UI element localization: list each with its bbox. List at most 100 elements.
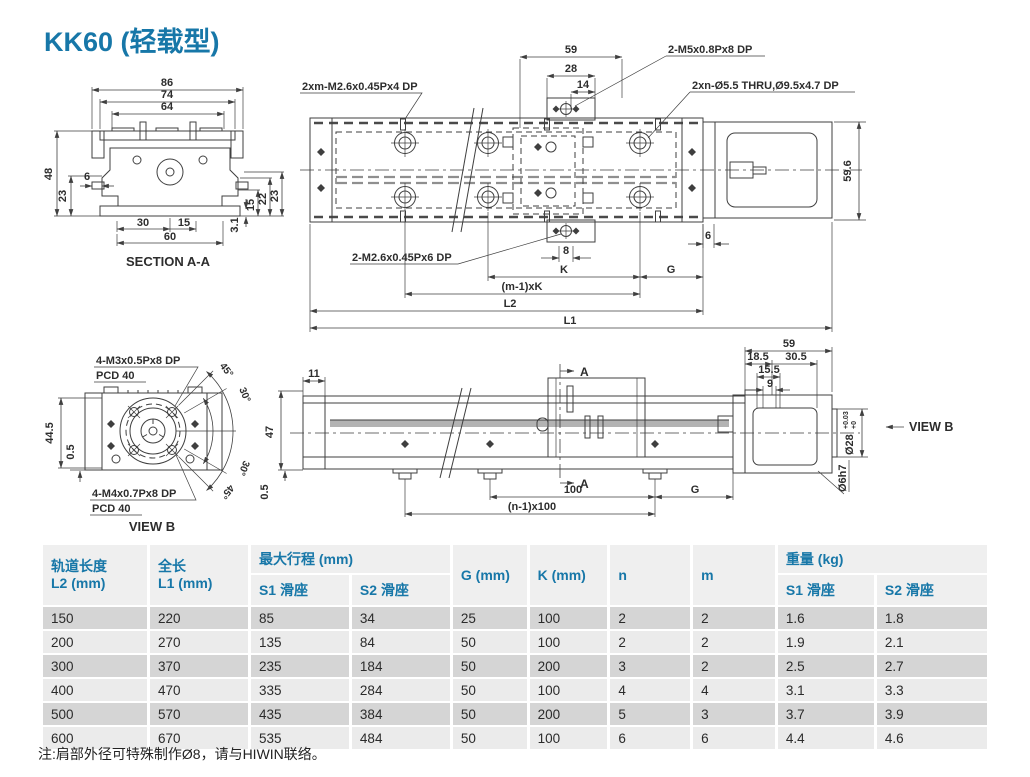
table-cell: 220 — [150, 607, 248, 629]
dim-60: 60 — [164, 231, 176, 243]
table-cell: 3.7 — [777, 703, 874, 725]
table-cell: 284 — [351, 679, 450, 701]
table-cell: 4.6 — [876, 727, 987, 749]
dim-shaft-tol-upper: +0.03 — [843, 411, 850, 429]
plan-end-tap-blocks — [546, 97, 596, 243]
table-cell: 4 — [693, 679, 775, 701]
side-carriage — [536, 364, 646, 482]
col-header-max-stroke-group: 最大行程 (mm) — [250, 545, 450, 573]
dim-28: 28 — [565, 63, 577, 75]
dim-59: 59 — [565, 44, 577, 56]
dim-23-left: 23 — [57, 190, 69, 202]
table-cell: 235 — [250, 655, 349, 677]
dim-0-5-viewb: 0.5 — [65, 444, 77, 459]
table-cell: 50 — [452, 727, 527, 749]
plan-motor-block — [702, 121, 833, 219]
dim-48: 48 — [43, 168, 55, 180]
dim-14: 14 — [577, 79, 590, 91]
table-cell: 50 — [452, 703, 527, 725]
leader-m4-label: 4-M4x0.7Px8 DP — [92, 488, 176, 500]
table-cell: 2.5 — [777, 655, 874, 677]
table-cell: 6 — [610, 727, 691, 749]
table-cell: 270 — [150, 631, 248, 653]
table-cell: 484 — [351, 727, 450, 749]
side-section-markers: A A — [560, 365, 589, 491]
table-cell: 670 — [150, 727, 248, 749]
section-part-outline — [91, 121, 249, 217]
table-cell: 2 — [610, 631, 691, 653]
table-cell: 6 — [693, 727, 775, 749]
table-cell: 135 — [250, 631, 349, 653]
col-header-stroke-s2: S2 滑座 — [351, 575, 450, 605]
dim-K: K — [560, 264, 568, 276]
view-b-dimensions: 44.5 0.5 — [44, 397, 102, 482]
angle-30-top: 30° — [236, 386, 252, 404]
dim-6-plan: 6 — [705, 230, 711, 242]
dim-30: 30 — [137, 217, 149, 229]
side-view-drawing: A A 11 47 0.5 59 18.5 30.5 15.5 9 Ø28 +0… — [259, 338, 953, 517]
col-header-n: n — [610, 545, 691, 605]
table-cell: 150 — [43, 607, 148, 629]
table-cell: 570 — [150, 703, 248, 725]
dim-74: 74 — [161, 89, 174, 101]
leader-end-taps-label: 2-M5x0.8Px8 DP — [668, 44, 752, 56]
dim-n1x100: (n-1)x100 — [508, 501, 556, 513]
view-b-body — [84, 386, 236, 471]
table-cell: 2 — [610, 607, 691, 629]
footnote: 注:肩部外径可特殊制作Ø8，请与HIWIN联络。 — [38, 746, 326, 762]
dim-15-5: 15.5 — [758, 364, 779, 376]
table-cell: 100 — [529, 727, 608, 749]
dim-22: 22 — [257, 193, 269, 205]
page-title: KK60 (轻载型) — [44, 27, 220, 57]
table-cell: 100 — [529, 631, 608, 653]
table-cell: 3 — [610, 655, 691, 677]
spec-table-grid: 轨道长度 L2 (mm) 全长 L1 (mm) 最大行程 (mm) G (mm)… — [40, 543, 990, 751]
section-dimensions: 86 74 64 48 23 6 15 22 23 3.1 30 15 60 — [43, 77, 285, 246]
table-cell: 50 — [452, 631, 527, 653]
table-cell: 100 — [529, 679, 608, 701]
rail-length-unit: L2 (mm) — [51, 575, 106, 591]
table-cell: 5 — [610, 703, 691, 725]
table-cell: 2 — [693, 655, 775, 677]
dim-G: G — [667, 264, 676, 276]
section-marker-a-bottom: A — [580, 477, 589, 491]
plan-leaders: 2xm-M2.6x0.45Px4 DP 2-M5x0.8Px8 DP 2xn-Ø… — [300, 44, 855, 265]
dim-59-side: 59 — [783, 338, 795, 350]
col-header-m: m — [693, 545, 775, 605]
dim-6: 6 — [84, 171, 90, 183]
table-cell: 2.1 — [876, 631, 987, 653]
dim-64: 64 — [161, 101, 174, 113]
spec-table: 轨道长度 L2 (mm) 全长 L1 (mm) 最大行程 (mm) G (mm)… — [40, 543, 990, 751]
plan-side-tap-screws — [400, 118, 661, 223]
col-header-weight-s2: S2 滑座 — [876, 575, 987, 605]
leader-carriage-taps-label: 2xm-M2.6x0.45Px4 DP — [302, 81, 418, 93]
table-cell: 384 — [351, 703, 450, 725]
table-cell: 1.8 — [876, 607, 987, 629]
dim-15-right: 15 — [245, 199, 257, 211]
table-cell: 500 — [43, 703, 148, 725]
angle-30-bottom: 30° — [235, 459, 251, 477]
table-cell: 25 — [452, 607, 527, 629]
table-cell: 100 — [529, 607, 608, 629]
side-motor-block — [717, 389, 838, 474]
view-b-caption: VIEW B — [129, 519, 175, 534]
view-b-drawing: 45° 30° 30° 45° 44.5 0.5 4-M3x0.5Px8 DP … — [44, 355, 252, 534]
plan-view-drawing: 2xm-M2.6x0.45Px4 DP 2-M5x0.8Px8 DP 2xn-Ø… — [300, 44, 866, 332]
plan-rail — [300, 107, 862, 233]
table-cell: 50 — [452, 679, 527, 701]
view-b-arrow-label: VIEW B — [909, 420, 953, 434]
col-header-g: G (mm) — [452, 545, 527, 605]
table-cell: 470 — [150, 679, 248, 701]
table-cell: 2 — [693, 631, 775, 653]
angle-45-bottom: 45° — [218, 482, 236, 501]
dim-18-5: 18.5 — [747, 351, 768, 363]
dim-6h7: Ø6h7 — [837, 464, 849, 492]
table-cell: 200 — [43, 631, 148, 653]
leader-m3-pcd: PCD 40 — [96, 370, 135, 382]
table-cell: 3.9 — [876, 703, 987, 725]
